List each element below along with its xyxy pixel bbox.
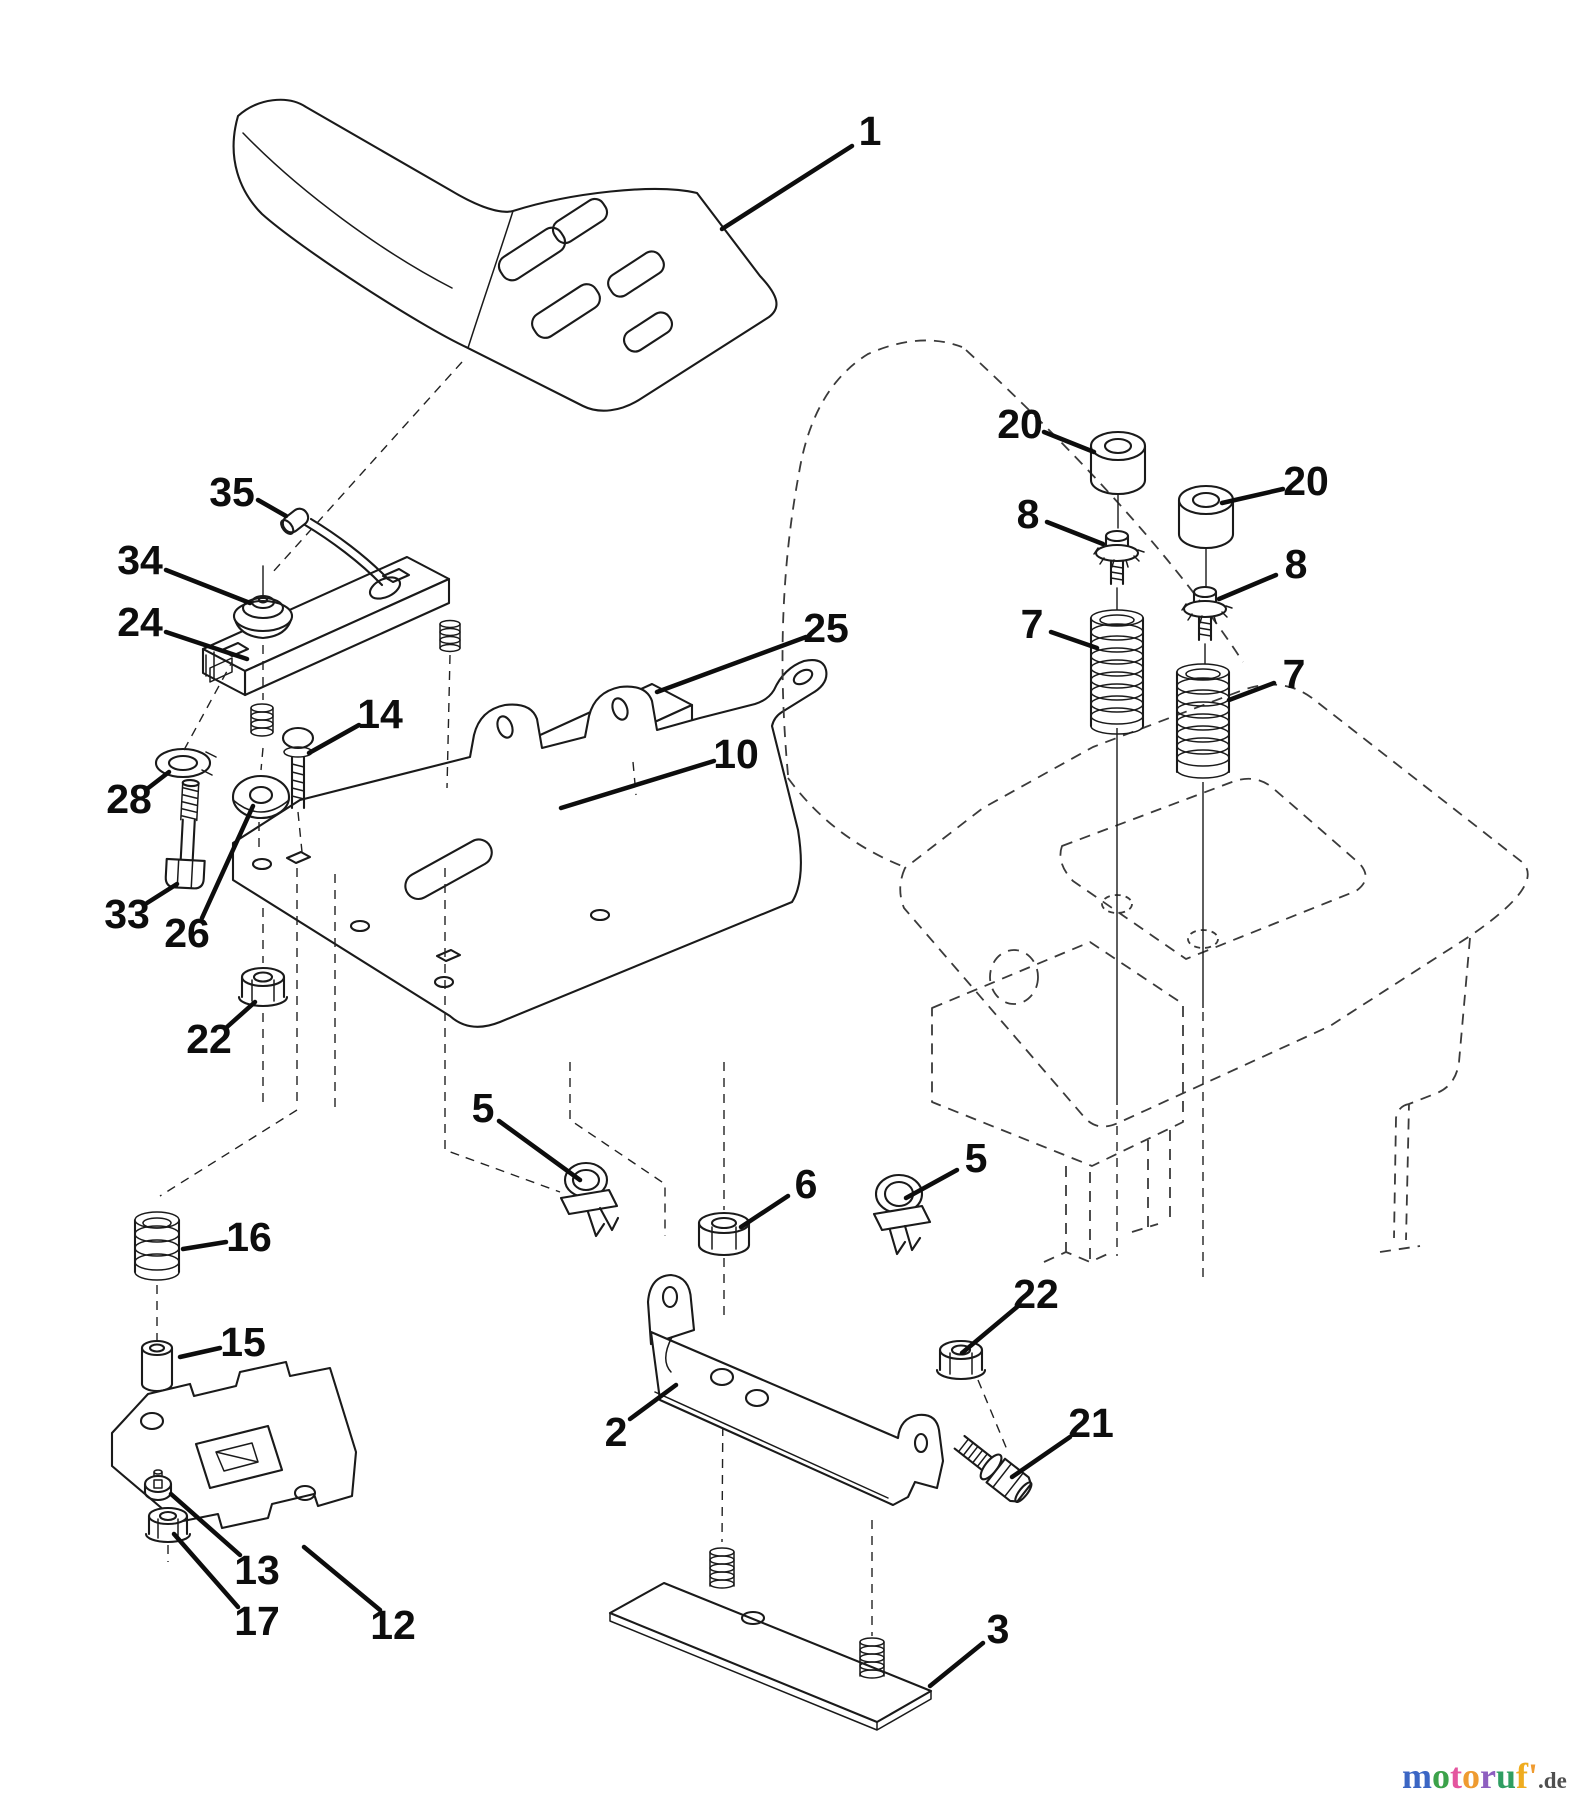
mount-plate-part3 [608,1547,933,1731]
flat-washer-part26 [231,774,291,820]
motoruf-watermark: motoruf'.de [1402,1756,1567,1796]
leader-line-part-20 [1041,429,1097,455]
callout-label-part-1-0: 1 [859,108,882,154]
leader-line-part-13 [168,1491,243,1558]
flange-nut-part22-right [935,1339,987,1381]
callout-label-part-20-23: 20 [997,401,1043,447]
leader-line-part-26 [199,803,256,921]
leader-line-part-22 [959,1304,1020,1356]
fender-phantom-outline [781,339,1529,1263]
callout-label-part-8-25: 8 [1017,491,1040,537]
leader-line-part-14 [306,722,362,756]
callout-label-part-13-16: 13 [234,1547,280,1593]
plate3-stud-left [709,1547,735,1589]
cable-clip-part5-left [559,1161,620,1238]
seat-bracket-part2 [646,1273,945,1507]
leader-line-part-28 [144,769,172,792]
leader-line-part-2 [627,1382,679,1422]
leader-line-part-6 [738,1193,791,1230]
seat-spring-part7-left [1089,609,1145,735]
callout-label-part-14-4: 14 [357,691,403,737]
callout-label-part-28-5: 28 [106,776,152,822]
flange-screw-part8-left [1093,493,1145,613]
leader-line-part-15 [177,1345,223,1360]
callout-label-part-15-15: 15 [220,1319,266,1365]
shoulder-bolt-part21 [953,1434,1033,1503]
leader-line-part-25 [654,634,809,695]
spacer-bushing-part20-right [1177,484,1235,550]
callout-label-part-20-24: 20 [1283,458,1329,504]
lock-nut-part6 [697,1211,751,1257]
leader-line-part-22 [224,999,258,1030]
centerlines [156,361,1009,1636]
leader-line-part-8 [1044,519,1106,547]
callout-label-part-24-3: 24 [117,599,163,645]
leader-line-part-24 [163,629,250,662]
rail24-stud-right [439,619,461,653]
leader-line-part-5 [496,1118,583,1183]
flange-nut-part17 [144,1506,192,1544]
callout-label-part-17-17: 17 [234,1598,280,1644]
leader-line-part-7 [1048,629,1100,651]
flange-screw-part8-right [1181,547,1233,669]
callout-label-part-16-14: 16 [226,1214,272,1260]
hex-bolt-part33 [164,778,206,890]
small-bolt-part13 [143,1469,173,1502]
leader-line-part-17 [171,1531,241,1610]
leader-line-part-1 [719,143,855,232]
spacer-part15 [140,1339,174,1393]
leader-line-part-10 [558,758,717,811]
leader-line-part-12 [301,1544,383,1613]
leader-line-part-35 [255,497,289,519]
callout-label-part-10-10: 10 [713,731,759,777]
seat-rail-left-part24 [201,507,461,737]
pin-part35 [280,507,310,535]
leader-line-part-5 [903,1167,960,1201]
spring-axis-lines [1116,728,1204,1284]
latch-plate-part12 [110,1360,358,1530]
callout-label-part-2-19: 2 [605,1409,628,1455]
seat-plate-part10 [231,659,828,1028]
leader-line-part-16 [180,1239,229,1252]
adjuster-lever [303,517,402,600]
leader-line-part-7 [1226,680,1277,703]
callout-label-part-25-9: 25 [803,605,849,651]
seat-slot-cutouts [497,197,674,353]
leader-line-part-3 [927,1640,986,1689]
callout-label-part-33-6: 33 [104,891,150,937]
callout-label-part-5-13: 5 [965,1135,988,1181]
callout-label-part-8-26: 8 [1285,541,1308,587]
callout-label-part-6-12: 6 [795,1161,818,1207]
rail24-stud [250,703,274,737]
leader-line-part-20 [1219,486,1286,506]
callout-label-part-34-2: 34 [117,537,163,583]
callout-label-part-26-7: 26 [164,910,210,956]
callout-label-part-35-1: 35 [209,469,255,515]
spacer-bushing-part20-left [1089,430,1147,496]
callout-label-part-12-18: 12 [370,1602,416,1648]
plate3-stud-right [859,1637,885,1679]
cable-clip-part5-right [872,1173,932,1256]
leader-line-part-21 [1009,1434,1073,1480]
leader-line-part-8 [1216,572,1279,602]
grommet-part34 [232,565,294,640]
callout-label-part-5-11: 5 [472,1085,495,1131]
seat-part [232,98,778,412]
callout-label-part-7-28: 7 [1283,651,1306,697]
callout-label-part-22-20: 22 [1013,1271,1059,1317]
callout-label-part-22-8: 22 [186,1016,232,1062]
callout-label-part-3-22: 3 [987,1606,1010,1652]
leader-line-part-33 [144,881,180,906]
seat-spring-part7-right [1175,663,1231,779]
leader-line-part-34 [163,567,253,606]
spring-part16 [133,1211,181,1281]
callout-label-part-21-21: 21 [1068,1400,1114,1446]
flange-nut-part22-left [237,966,289,1008]
callout-label-part-7-27: 7 [1021,601,1044,647]
